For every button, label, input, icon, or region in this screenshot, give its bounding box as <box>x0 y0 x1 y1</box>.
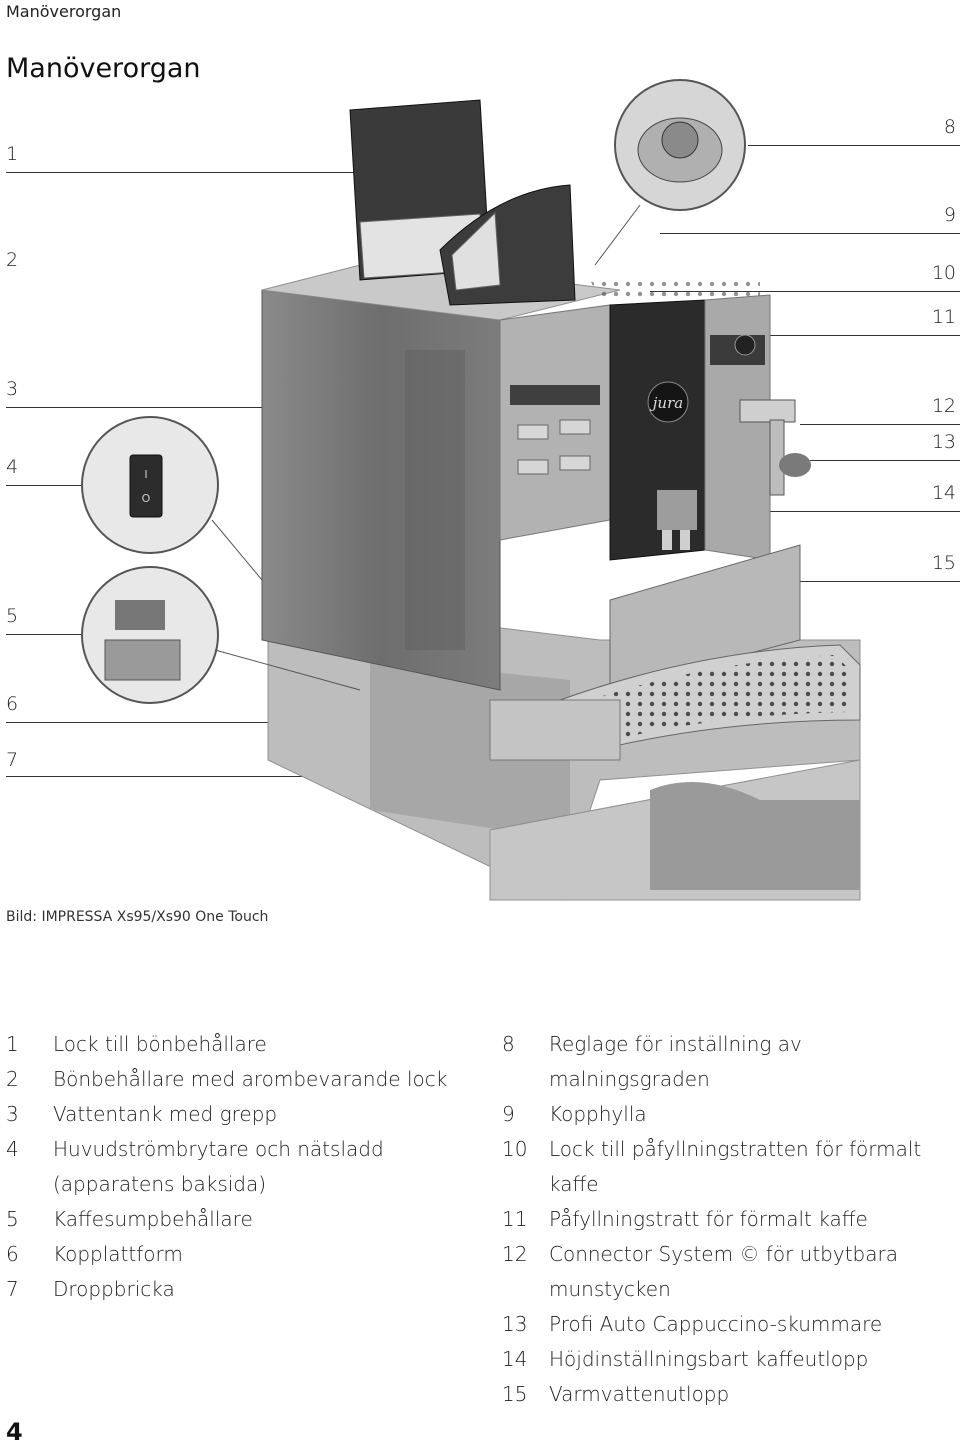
callout-9: 9 <box>943 204 956 226</box>
callout-line-14 <box>680 511 960 512</box>
callout-8: 8 <box>943 116 956 138</box>
switch-label-off: O <box>142 492 151 505</box>
callout-line-8 <box>748 145 960 146</box>
callout-2: 2 <box>6 249 19 271</box>
callout-line-15 <box>720 581 960 582</box>
callout-line-13 <box>810 460 960 461</box>
page-number: 4 <box>6 1418 23 1446</box>
detail-grounds-container <box>81 566 219 704</box>
callout-line-1 <box>6 172 386 173</box>
callout-line-9 <box>660 233 960 234</box>
callout-line-3 <box>6 407 336 408</box>
callout-6: 6 <box>6 693 19 715</box>
figure-caption: Bild: IMPRESSA Xs95/Xs90 One Touch <box>6 909 269 925</box>
callout-10: 10 <box>931 262 956 284</box>
callout-11: 11 <box>931 306 956 328</box>
callout-line-4 <box>6 485 82 486</box>
callout-line-12 <box>800 424 960 425</box>
callout-1: 1 <box>6 143 19 165</box>
callout-5: 5 <box>6 605 19 627</box>
callout-line-10 <box>650 291 960 292</box>
running-head: Manöverorgan <box>6 2 122 21</box>
callout-14: 14 <box>931 482 956 504</box>
coffee-machine-illustration: jura I O <box>81 79 861 901</box>
jura-logo: jura <box>650 394 683 412</box>
page-title: Manöverorgan <box>6 53 201 84</box>
callout-7: 7 <box>6 749 19 771</box>
callout-line-5 <box>6 634 82 635</box>
callout-15: 15 <box>931 552 956 574</box>
callout-4: 4 <box>6 456 19 478</box>
switch-label-on: I <box>144 468 147 481</box>
callout-13: 13 <box>931 431 956 453</box>
callout-12: 12 <box>931 395 956 417</box>
callout-3: 3 <box>6 378 19 400</box>
